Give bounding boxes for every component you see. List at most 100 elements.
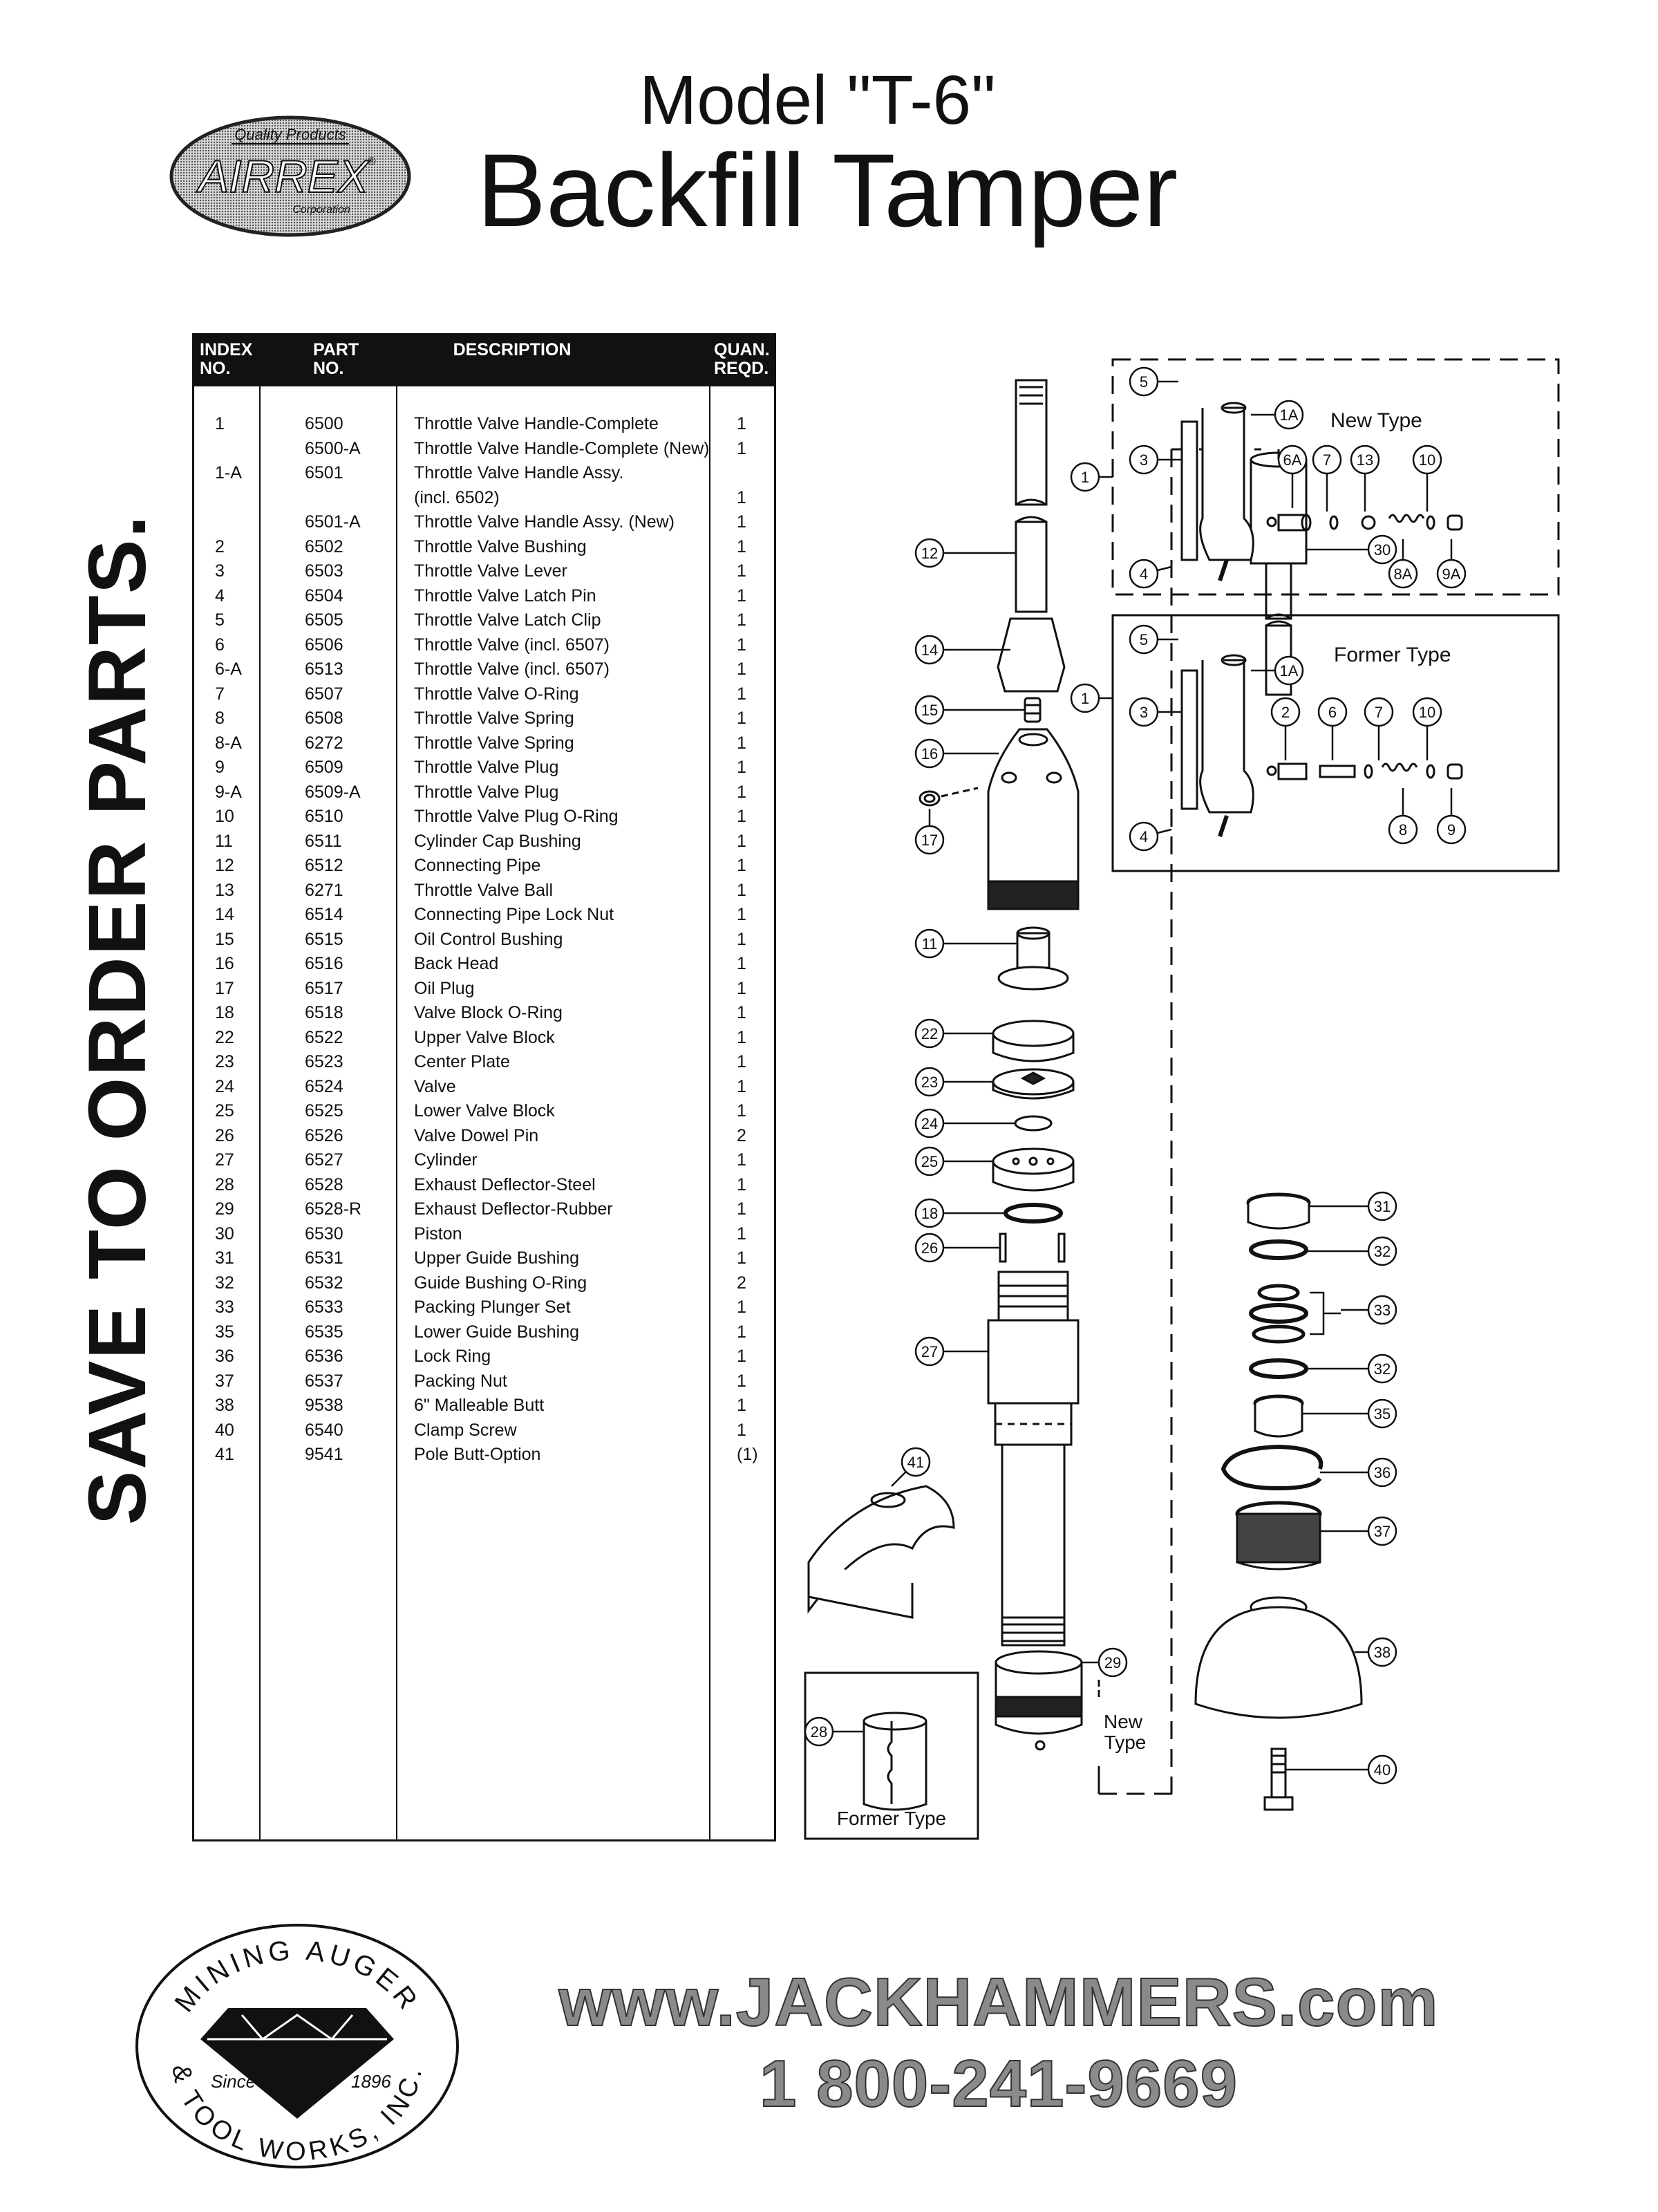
- description-cell: Throttle Valve Latch Pin: [414, 585, 596, 606]
- index-cell: 36: [215, 1347, 234, 1366]
- callout-14: 14: [914, 635, 1010, 665]
- former-type-handle-box: [1111, 614, 1560, 872]
- description-cell: Throttle Valve Handle Assy. (New): [414, 512, 675, 532]
- index-cell: 11: [215, 831, 233, 851]
- callout-number: 11: [922, 935, 938, 953]
- description-cell: Upper Valve Block: [414, 1027, 555, 1047]
- description-cell: Clamp Screw: [414, 1420, 517, 1440]
- piston-dashed-frame: [1170, 448, 1261, 1794]
- quantity-cell: 1: [737, 1297, 746, 1317]
- callout-circle: [1367, 1236, 1397, 1266]
- callout-9a: 9A: [1436, 539, 1467, 589]
- callout-number: 6: [1328, 704, 1337, 721]
- description-cell: Throttle Valve Latch Clip: [414, 610, 601, 630]
- part-number-cell: 6511: [305, 831, 342, 851]
- callout-7: 7: [1364, 697, 1394, 760]
- part-number-cell: 6522: [305, 1027, 343, 1047]
- callout-6a: 6A: [1277, 444, 1308, 508]
- callout-1a: 1A: [1251, 655, 1304, 686]
- callout-circle: [1367, 1353, 1397, 1384]
- description-cell: Throttle Valve Plug: [414, 782, 559, 802]
- quantity-cell: 1: [737, 929, 746, 949]
- callout-number: 5: [1140, 373, 1148, 391]
- callout-1: 1: [1070, 683, 1113, 713]
- callout-number: 35: [1374, 1405, 1391, 1423]
- website-url[interactable]: www.JACKHAMMERS.com: [558, 1963, 1439, 2041]
- callout-number: 27: [921, 1343, 938, 1360]
- callout-4: 4: [1129, 559, 1172, 589]
- callout-circle: [1129, 366, 1159, 397]
- callout-circle: [914, 1067, 945, 1097]
- part-11-cylinder-cap-bushing: [997, 926, 1069, 991]
- callout-32: 32: [1306, 1353, 1397, 1384]
- callout-number: 4: [1140, 565, 1148, 583]
- description-cell: Throttle Valve Handle-Complete (New): [414, 438, 710, 458]
- callout-number: 26: [921, 1239, 938, 1257]
- callout-number: 23: [921, 1074, 938, 1091]
- callout-number: 8A: [1394, 565, 1413, 583]
- callout-circle: [1270, 697, 1301, 727]
- part-24-valve: [1014, 1115, 1053, 1132]
- part-number-cell: 9541: [305, 1445, 343, 1464]
- former-type-28-label: Former Type: [837, 1808, 946, 1829]
- description-cell: Piston: [414, 1224, 462, 1244]
- description-cell: Throttle Valve Handle-Complete: [414, 414, 659, 433]
- callout-5: 5: [1129, 366, 1178, 397]
- part-37-packing-nut: [1235, 1501, 1322, 1571]
- callout-35: 35: [1302, 1398, 1397, 1429]
- quantity-cell: 1: [737, 684, 746, 704]
- callout-8: 8: [1388, 788, 1418, 845]
- new-type-label: New Type: [1330, 409, 1422, 432]
- quantity-cell: (1): [737, 1445, 758, 1464]
- callout-31: 31: [1309, 1191, 1397, 1221]
- index-cell: 1-A: [215, 463, 242, 482]
- callout-40: 40: [1285, 1754, 1397, 1785]
- new-type-handle-box: [1111, 358, 1560, 596]
- description-cell: Packing Plunger Set: [414, 1297, 571, 1317]
- part-18-valve-block-o-ring: [1004, 1203, 1063, 1224]
- quantity-cell: 1: [737, 659, 746, 679]
- callout-leader: [1157, 828, 1172, 834]
- part-number-cell: 6500-A: [305, 438, 361, 458]
- callout-1a: 1A: [1251, 400, 1304, 430]
- part-number-cell: 6512: [305, 856, 343, 875]
- column-divider: [709, 386, 710, 1839]
- callout-number: 10: [1419, 704, 1435, 721]
- callout-circle: [914, 1018, 945, 1049]
- index-cell: 13: [215, 880, 234, 900]
- callout-circle: [1367, 1754, 1397, 1785]
- callout-26: 26: [914, 1232, 1000, 1263]
- description-cell: Throttle Valve (incl. 6507): [414, 635, 610, 655]
- index-cell: 40: [215, 1420, 234, 1440]
- callout-circle: [804, 1716, 834, 1747]
- callout-10: 10: [1412, 697, 1442, 760]
- description-cell: Throttle Valve Spring: [414, 709, 574, 728]
- quantity-cell: 2: [737, 1273, 746, 1293]
- callout-number: 8: [1399, 821, 1407, 838]
- callout-circle: [914, 738, 945, 769]
- callout-circle: [1364, 697, 1394, 727]
- table-header: INDEX NO. PART NO. DESCRIPTION QUAN. REQ…: [194, 335, 774, 386]
- callout-number: 1A: [1280, 662, 1299, 679]
- index-cell: 35: [215, 1322, 234, 1342]
- callout-number: 1: [1081, 469, 1089, 486]
- save-notice-text: SAVE TO ORDER PARTS.: [72, 514, 163, 1526]
- quantity-cell: 1: [737, 905, 746, 924]
- index-cell: 7: [215, 684, 225, 704]
